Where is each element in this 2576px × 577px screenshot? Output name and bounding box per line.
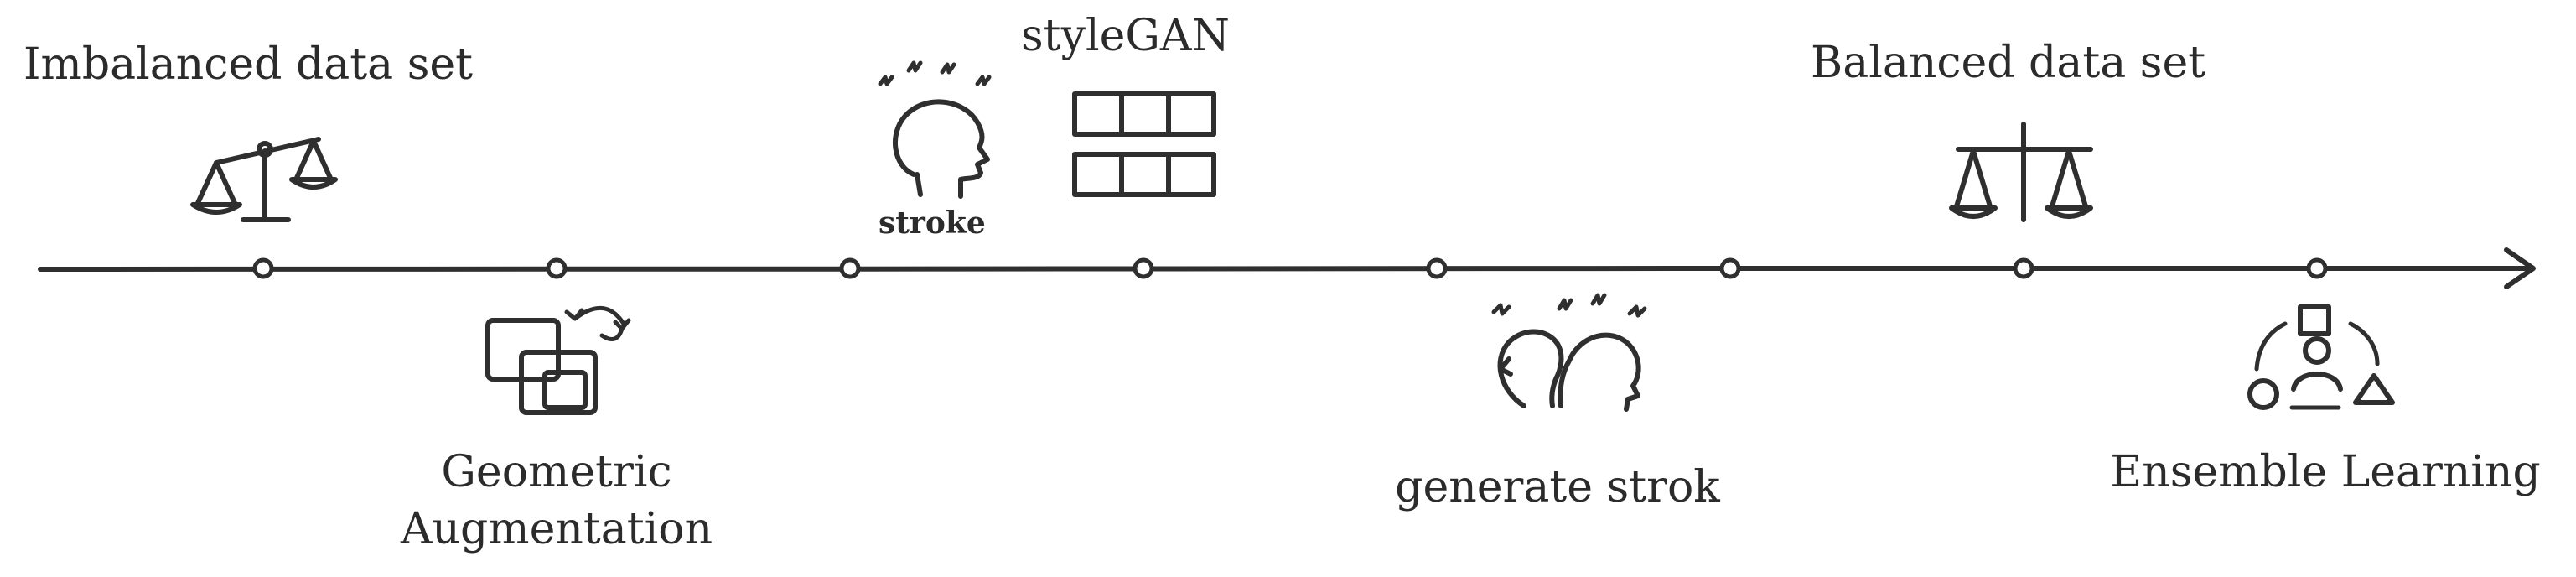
grid-icon — [1072, 91, 1216, 197]
label-ensemble-learning: Ensemble Learning — [2110, 447, 2541, 497]
timeline-tick — [1719, 257, 1741, 279]
timeline-tick — [1426, 257, 1448, 279]
balanced-scale-icon — [1949, 122, 2093, 222]
label-augmentation: Augmentation — [400, 504, 713, 554]
label-stroke: stroke — [879, 205, 986, 241]
timeline-tick — [2013, 257, 2034, 279]
label-stylegan: styleGAN — [1021, 11, 1230, 61]
timeline-tick — [839, 257, 861, 279]
head-stroke-icon — [878, 60, 992, 199]
label-imbalanced-data-set: Imbalanced data set — [23, 39, 473, 90]
unbalanced-scale-icon — [190, 137, 338, 222]
timeline-tick — [546, 257, 568, 279]
label-balanced-data-set: Balanced data set — [1811, 38, 2205, 88]
label-geometric: Geometric — [441, 447, 671, 497]
timeline-ticks — [252, 257, 2328, 279]
timeline-tick — [252, 257, 274, 279]
overlapping-squares-icon — [485, 305, 631, 415]
two-heads-icon — [1491, 293, 1647, 412]
timeline-tick — [1133, 257, 1154, 279]
ensemble-people-icon — [2247, 304, 2395, 410]
timeline-axis — [38, 247, 2536, 289]
label-generate-strok: generate strok — [1395, 462, 1720, 512]
timeline-tick — [2306, 257, 2328, 279]
